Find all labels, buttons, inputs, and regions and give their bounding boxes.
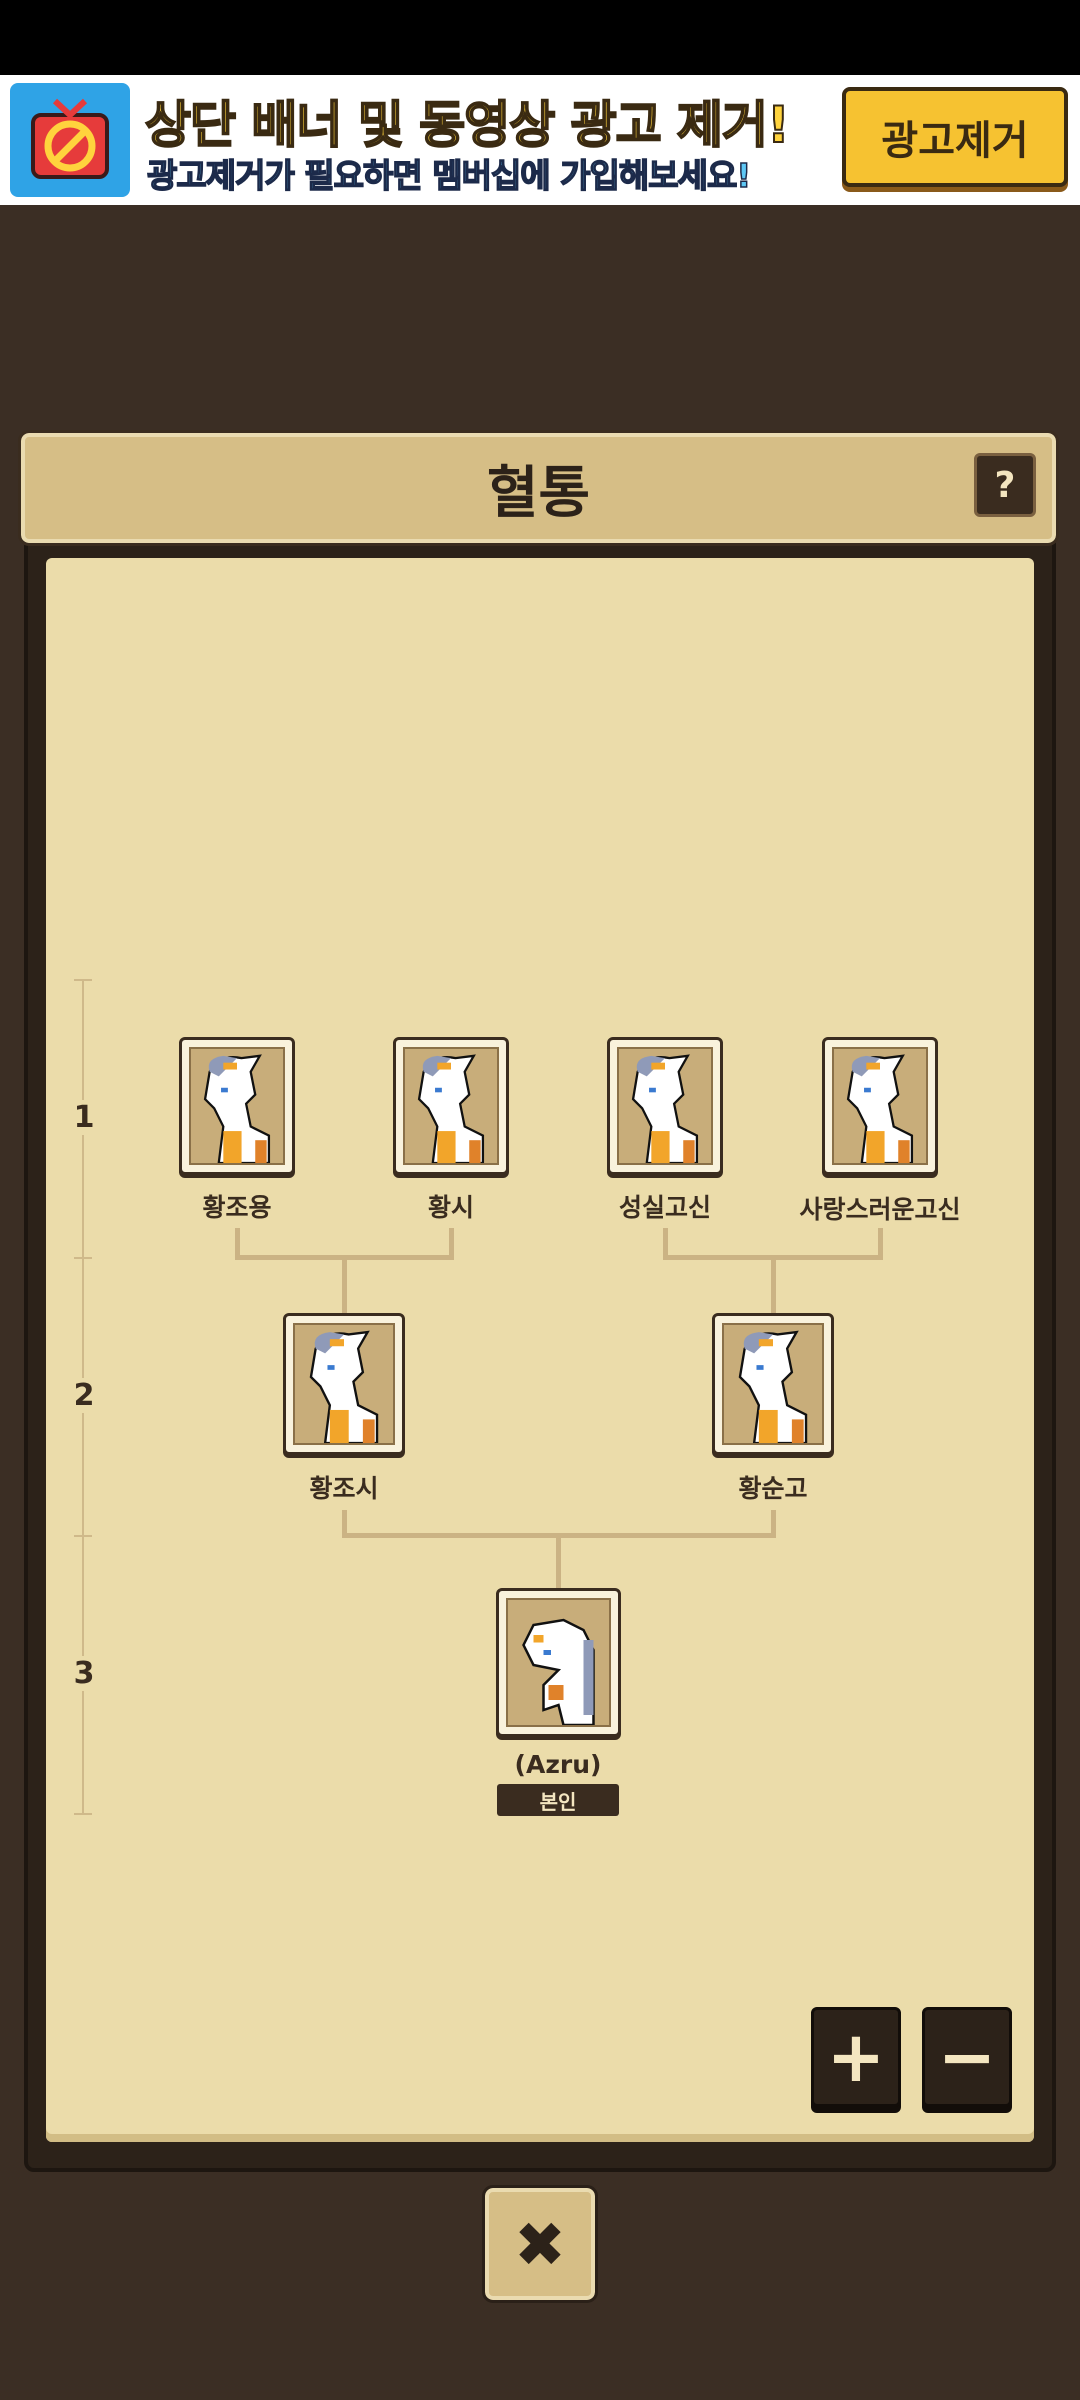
ancestor-card[interactable] (393, 1037, 509, 1175)
ad-title: 상단 배너 및 동영상 광고 제거! (144, 95, 791, 155)
ancestor-name: 성실고신 (618, 1193, 711, 1222)
dragon-portrait-icon (617, 1047, 713, 1165)
connector (449, 1228, 454, 1260)
axis-tick (74, 1813, 92, 1815)
panel-header: 혈통 (18, 430, 1059, 546)
connector (342, 1510, 347, 1538)
remove-ads-button[interactable]: 광고제거 (842, 87, 1068, 187)
dragon-portrait-icon (403, 1047, 499, 1165)
status-bar (0, 0, 1080, 75)
ad-subtitle: 광고제거가 필요하면 멤버십에 가입해보세요! (146, 155, 752, 196)
dragon-portrait-icon (293, 1323, 395, 1445)
dragon-portrait-icon (722, 1323, 824, 1445)
connector (663, 1228, 668, 1260)
pedigree-tree-area[interactable] (46, 558, 1034, 2142)
connector (556, 1533, 561, 1588)
parent-card[interactable] (712, 1313, 834, 1455)
self-card[interactable] (496, 1588, 621, 1737)
zoom-out-button[interactable]: − (922, 2007, 1012, 2107)
help-button[interactable]: ? (974, 453, 1036, 517)
connector (771, 1510, 776, 1538)
connector (342, 1255, 347, 1313)
connector (771, 1255, 776, 1313)
ancestor-name: 황조용 (202, 1193, 272, 1222)
connector (235, 1228, 240, 1260)
parent-name: 황조시 (309, 1474, 379, 1503)
generation-label: 3 (64, 1656, 104, 1691)
generation-label: 2 (64, 1378, 104, 1413)
ad-banner[interactable]: 상단 배너 및 동영상 광고 제거! 광고제거가 필요하면 멤버십에 가입해보세… (0, 75, 1080, 205)
ancestor-card[interactable] (822, 1037, 938, 1175)
ancestor-name: 사랑스러운고신 (799, 1195, 961, 1224)
page-title: 혈통 (486, 460, 591, 526)
parent-name: 황순고 (738, 1474, 808, 1503)
dragon-portrait-icon (832, 1047, 928, 1165)
ancestor-name: 황시 (427, 1193, 474, 1222)
parent-card[interactable] (283, 1313, 405, 1455)
close-button[interactable]: ✖ (482, 2185, 598, 2303)
self-badge: 본인 (497, 1784, 619, 1816)
axis-tick (74, 1257, 92, 1259)
zoom-in-button[interactable]: + (811, 2007, 901, 2107)
ancestor-card[interactable] (607, 1037, 723, 1175)
no-ads-tv-icon (10, 83, 130, 197)
self-name: (Azru) (514, 1750, 602, 1779)
dragon-portrait-icon (189, 1047, 285, 1165)
ancestor-card[interactable] (179, 1037, 295, 1175)
generation-label: 1 (64, 1100, 104, 1135)
axis-tick (74, 1535, 92, 1537)
connector (878, 1228, 883, 1260)
axis-tick (74, 979, 92, 981)
dragon-portrait-icon (506, 1598, 611, 1727)
